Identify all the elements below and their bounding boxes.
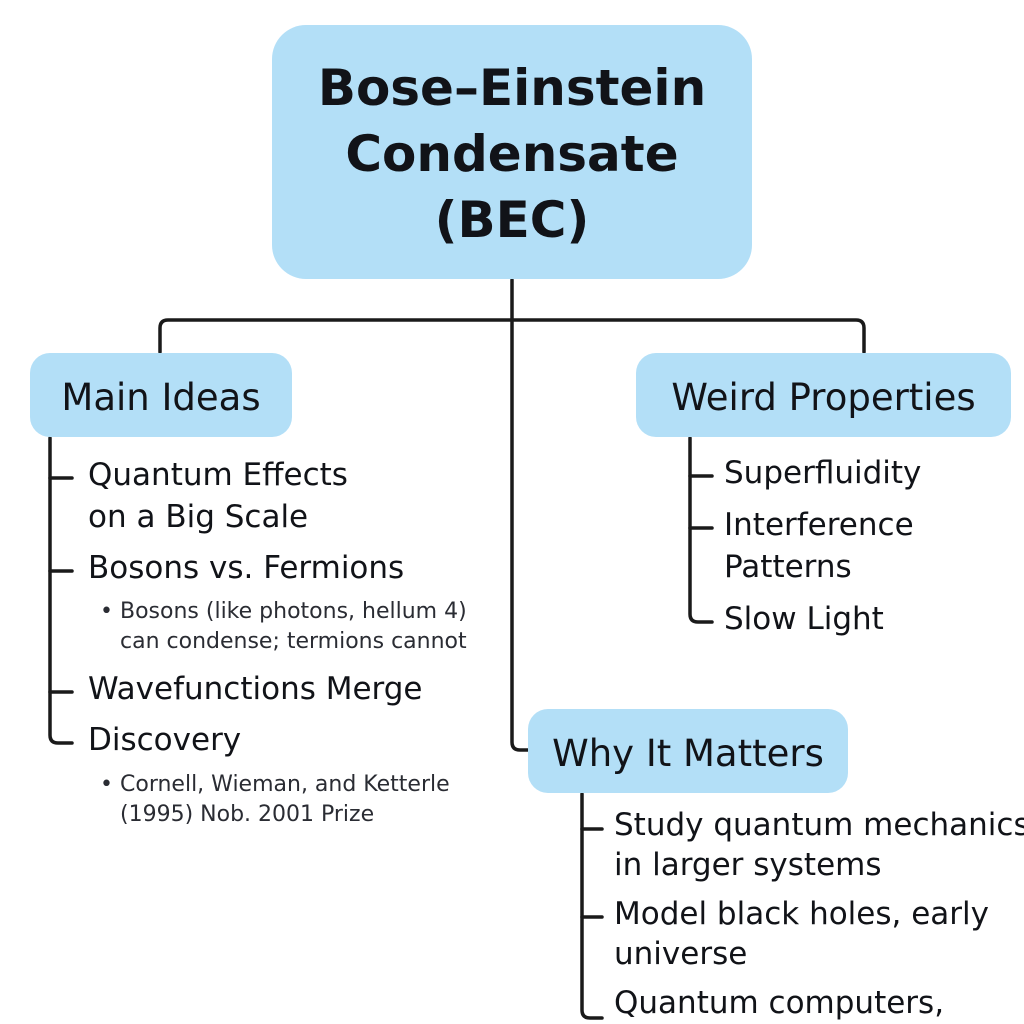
item-line: Superfluidity xyxy=(724,455,922,491)
connector-main-ideas-spine xyxy=(48,436,74,745)
note-line: (1995) Nob. 2001 Prize xyxy=(120,802,375,827)
root-title-line-2: Condensate xyxy=(345,125,679,183)
weird-item-slow-light: Slow Light xyxy=(724,598,884,640)
main-ideas-item-quantum-effects: Quantum Effects on a Big Scale xyxy=(88,454,348,538)
item-line: Patterns xyxy=(724,549,852,585)
matters-item-model-black-holes: Model black holes, early universe xyxy=(614,894,989,974)
bosons-note: • Bosons (like photons, hellum 4) can co… xyxy=(100,597,467,657)
matters-item-study-quantum: Study quantum mechanics in larger system… xyxy=(614,805,1024,885)
root-title-line-3: (BEC) xyxy=(434,191,590,249)
item-line: Quantum Effects xyxy=(88,457,348,493)
item-line: in larger systems xyxy=(614,847,882,883)
bullet-dot: • xyxy=(100,772,113,797)
root-title-line-1: Bose–Einstein xyxy=(317,59,707,117)
note-line: Bosons (like photons, hellum 4) xyxy=(120,599,467,624)
item-line: on a Big Scale xyxy=(88,499,309,535)
item-line: Study quantum mechanics xyxy=(614,807,1024,843)
note-line: Cornell, Wieman, and Ketterle xyxy=(120,772,450,797)
weird-item-superfluidity: Superfluidity xyxy=(724,452,921,494)
discovery-note: • Cornell, Wieman, and Ketterle (1995) N… xyxy=(100,770,450,830)
main-ideas-item-wavefunctions-merge: Wavefunctions Merge xyxy=(88,668,423,710)
item-line: Quantum computers, xyxy=(614,985,945,1021)
item-line: Discovery xyxy=(88,722,242,758)
item-line: Interference xyxy=(724,507,914,543)
note-line: can condense; termions cannot xyxy=(120,629,467,654)
connector-matters-spine xyxy=(580,792,604,1020)
connector-to-why-it-matters xyxy=(510,318,530,752)
root-title: Bose–Einstein Condensate (BEC) xyxy=(318,55,706,253)
main-ideas-item-discovery: Discovery xyxy=(88,719,241,761)
root-node: Bose–Einstein Condensate (BEC) xyxy=(272,25,752,279)
weird-item-interference-patterns: Interference Patterns xyxy=(724,504,914,588)
weird-properties-node: Weird Properties xyxy=(636,353,1011,437)
bullet-dot: • xyxy=(100,599,113,624)
item-line: Model black holes, early xyxy=(614,896,989,932)
item-line: Slow Light xyxy=(724,601,884,637)
item-line: universe xyxy=(614,936,748,972)
why-it-matters-node: Why It Matters xyxy=(528,709,848,793)
main-ideas-node: Main Ideas xyxy=(30,353,292,437)
matters-item-quantum-computers: Quantum computers, xyxy=(614,983,944,1023)
item-line: Bosons vs. Fermions xyxy=(88,550,405,586)
main-ideas-item-bosons-vs-fermions: Bosons vs. Fermions xyxy=(88,547,404,589)
connector-weird-spine xyxy=(688,436,714,624)
item-line: Wavefunctions Merge xyxy=(88,671,423,707)
